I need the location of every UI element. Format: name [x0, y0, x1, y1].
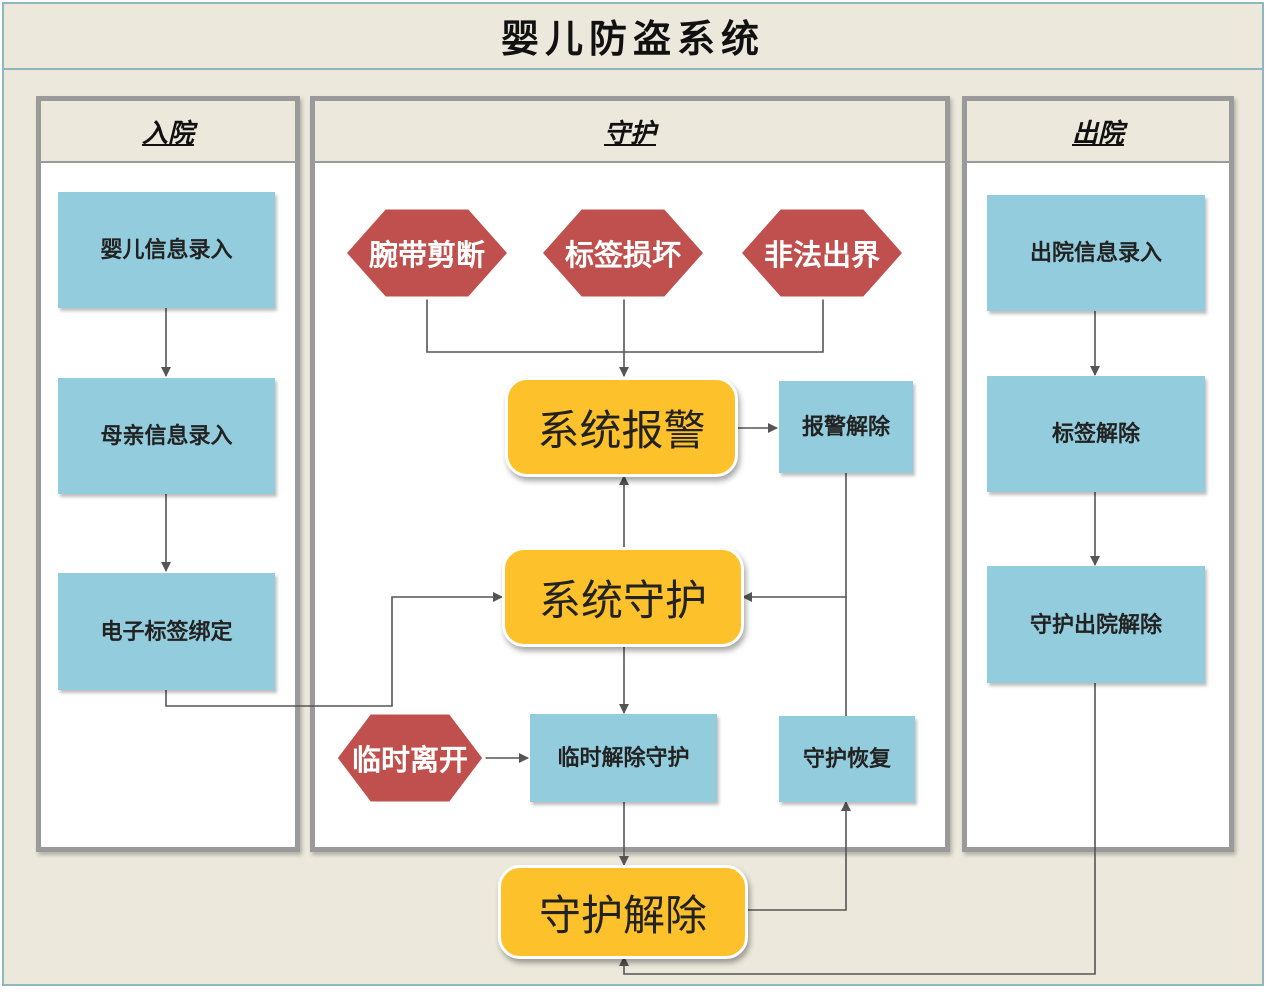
- guard-release-box: 守护解除: [498, 865, 748, 959]
- lane-discharge-header: 出院: [967, 101, 1229, 163]
- illegal-exit-hexagon: 非法出界: [737, 206, 907, 300]
- temp-release-box: 临时解除守护: [530, 714, 717, 802]
- system-guard-box: 系统守护: [502, 547, 744, 647]
- title-bar: 婴儿防盗系统: [2, 2, 1264, 70]
- tag-damage-label: 标签损坏: [564, 238, 681, 272]
- diagram-title: 婴儿防盗系统: [500, 15, 765, 61]
- alarm-clear-box: 报警解除: [779, 381, 913, 473]
- arrow-tag-to-system-guard: [165, 592, 503, 707]
- temp-leave-hexagon: 临时离开: [334, 711, 486, 805]
- tag-release-box: 标签解除: [987, 376, 1205, 492]
- baby-info-entry-box: 婴儿信息录入: [58, 192, 275, 308]
- tag-binding-box: 电子标签绑定: [58, 573, 275, 690]
- strap-cut-label: 腕带剪断: [368, 238, 485, 272]
- guard-discharge-release-box: 守护出院解除: [987, 566, 1205, 683]
- illegal-exit-label: 非法出界: [763, 238, 880, 272]
- tag-damage-hexagon: 标签损坏: [538, 206, 708, 300]
- lane-discharge-title: 出院: [1071, 118, 1124, 149]
- arrow-clear-to-guard: [742, 472, 847, 602]
- mother-info-entry-box: 母亲信息录入: [58, 378, 275, 494]
- lane-guard-header: 守护: [315, 101, 945, 163]
- discharge-info-entry-box: 出院信息录入: [987, 195, 1205, 311]
- strap-cut-hexagon: 腕带剪断: [342, 206, 512, 300]
- arrow-discharge-to-guard-release: [619, 683, 1096, 975]
- guard-restore-box: 守护恢复: [779, 716, 915, 802]
- lane-guard-title: 守护: [603, 118, 656, 149]
- lane-admission-header: 入院: [41, 101, 295, 163]
- lane-admission-title: 入院: [141, 118, 194, 149]
- system-alarm-box: 系统报警: [505, 377, 738, 477]
- temp-leave-label: 临时离开: [351, 743, 468, 777]
- arrow-guard-release-to-restore: [748, 801, 851, 911]
- line-strap-cut: [426, 298, 824, 353]
